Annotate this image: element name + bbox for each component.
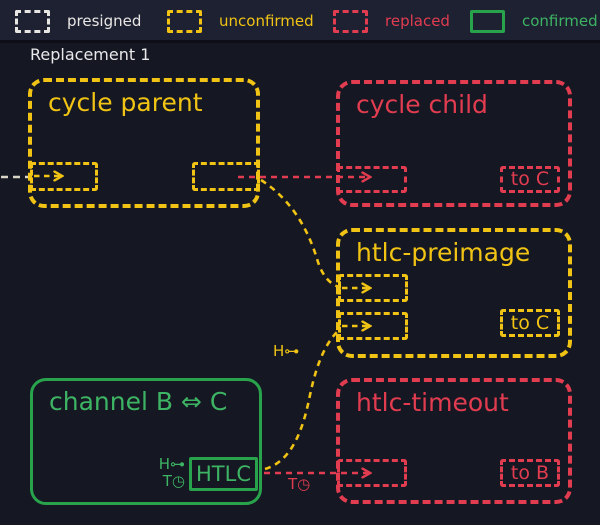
node-htlc-timeout: htlc-timeout to B [336, 378, 572, 504]
cycle-child-output-slot: to C [500, 166, 560, 193]
htlc-timeout-output-slot: to B [500, 459, 560, 487]
cycle-parent-input-slot [30, 162, 98, 191]
node-channel: channel B ⇔ C H⊶T◷ HTLC [30, 378, 262, 505]
node-title: htlc-timeout [356, 388, 509, 417]
connector-parent-to-preimage-curve [260, 178, 345, 290]
htlc-output-box: HTLC [189, 457, 258, 491]
unconfirmed-swatch-icon [167, 9, 202, 33]
node-title: htlc-preimage [356, 238, 531, 267]
cycle-parent-output-slot [192, 162, 260, 191]
htlc-timeout-input-slot [337, 459, 407, 487]
legend-item-unconfirmed: unconfirmed [167, 8, 314, 34]
htlc-preimage-output-slot: to C [500, 309, 560, 337]
legend-label: replaced [385, 11, 450, 30]
node-cycle-parent: cycle parent [28, 78, 260, 208]
legend-label: presigned [67, 11, 142, 30]
legend-bar: presigned unconfirmed replaced confirmed [0, 0, 600, 43]
page-title: Replacement 1 [30, 45, 151, 64]
confirmed-swatch-icon [470, 9, 505, 33]
legend-item-replaced: replaced [333, 8, 450, 34]
cycle-child-input-slot [337, 166, 407, 193]
timelock-clock-icon: T◷ [162, 471, 185, 490]
legend-label: unconfirmed [219, 11, 314, 30]
htlc-conditions-label: H⊶T◷ [123, 456, 185, 490]
hash-key-icon: H⊶ [158, 455, 185, 473]
timeout-condition-label: T◷ [288, 475, 311, 493]
legend-item-confirmed: confirmed [470, 8, 598, 34]
node-cycle-child: cycle child to C [336, 80, 572, 207]
htlc-preimage-input2-slot [338, 312, 408, 340]
node-title: cycle child [356, 90, 488, 119]
presigned-swatch-icon [15, 9, 50, 33]
htlc-preimage-input1-slot [338, 274, 408, 302]
replaced-swatch-icon [333, 9, 368, 33]
legend-item-presigned: presigned [15, 8, 141, 34]
node-htlc-preimage: htlc-preimage to C [336, 228, 572, 358]
preimage-condition-label: H⊶ [273, 342, 300, 360]
node-title: channel B ⇔ C [49, 387, 228, 416]
node-title: cycle parent [48, 88, 203, 117]
legend-label: confirmed [522, 11, 598, 30]
